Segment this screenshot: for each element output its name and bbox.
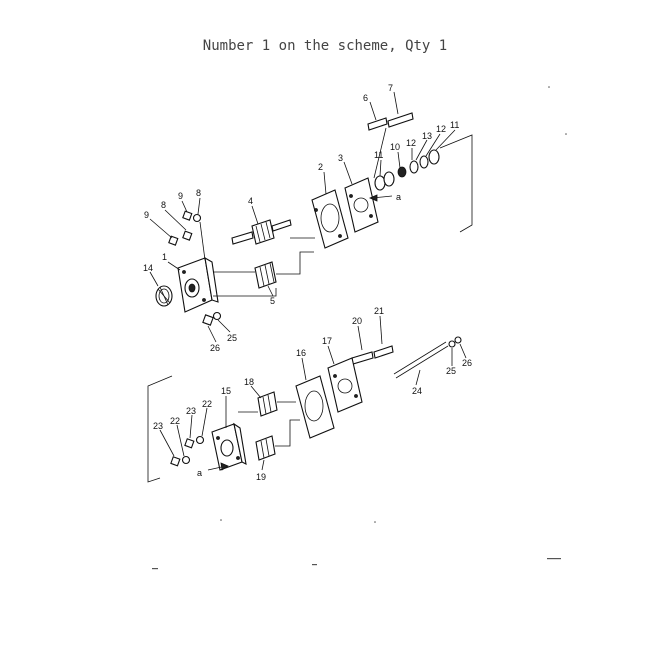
callout-leaders xyxy=(149,91,467,471)
callout-part-18: 18 xyxy=(244,377,254,387)
part-17-rear-cover xyxy=(327,357,363,413)
part-16-gear-body xyxy=(295,375,335,439)
arrow-label-a-lower: a xyxy=(197,468,202,478)
callout-part-3: 3 xyxy=(338,153,343,163)
callout-part-11b: 11 xyxy=(450,120,459,130)
assembly-bracket-upper xyxy=(439,134,473,233)
callout-part-24: 24 xyxy=(412,386,422,396)
part-24-tie-rod xyxy=(393,336,462,379)
callout-part-10: 10 xyxy=(390,142,400,152)
callout-part-12b: 12 xyxy=(436,124,446,134)
part-20-21-bolts xyxy=(351,345,394,365)
callout-part-1: 1 xyxy=(162,252,167,262)
part-14-bearing xyxy=(155,285,173,307)
callout-part-23a: 23 xyxy=(186,406,196,416)
scan-artifacts xyxy=(152,86,567,570)
part-5-driven-gear xyxy=(254,261,277,289)
callout-part-13: 13 xyxy=(422,131,432,141)
diagram-title: Number 1 on the scheme, Qty 1 xyxy=(202,38,448,54)
part-1-front-cover xyxy=(177,256,219,313)
part-4-drive-gear-shaft xyxy=(231,219,292,245)
callout-part-20: 20 xyxy=(352,316,362,326)
part-8-9-nuts-washers xyxy=(168,210,206,261)
callout-part-8a: 8 xyxy=(161,200,166,210)
arrow-a-lower-head xyxy=(220,462,229,471)
callout-part-9b: 9 xyxy=(144,210,149,220)
callout-part-11a: 11 xyxy=(374,150,383,160)
callout-part-26a: 26 xyxy=(210,343,220,353)
callout-part-23b: 23 xyxy=(153,421,163,431)
upper-leader-lines-4 xyxy=(276,251,314,275)
callout-part-21: 21 xyxy=(374,306,384,316)
lower-leader-lines-3 xyxy=(275,419,300,447)
part-22-23-nuts-washers xyxy=(170,435,205,467)
part-19-gear xyxy=(255,435,276,461)
arrow-a-upper-head xyxy=(368,194,378,202)
callout-part-12a: 12 xyxy=(406,138,416,148)
part-10-13-seals xyxy=(374,149,440,191)
callout-part-2: 2 xyxy=(318,162,323,172)
upper-leader-lines-2 xyxy=(213,288,277,297)
callout-part-22a: 22 xyxy=(202,399,212,409)
callout-part-7: 7 xyxy=(388,83,393,93)
arrow-label-a-upper: a xyxy=(396,192,401,202)
callout-part-19: 19 xyxy=(256,472,266,482)
callout-part-25b: 25 xyxy=(446,366,456,376)
callout-part-15: 15 xyxy=(221,386,231,396)
part-2-gear-body xyxy=(311,189,349,249)
callout-part-9a: 9 xyxy=(178,191,183,201)
callout-part-6: 6 xyxy=(363,93,368,103)
part-18-gear xyxy=(257,391,278,417)
part-15-front-cover xyxy=(211,422,247,471)
callout-part-5: 5 xyxy=(270,296,275,306)
part-6-7-bolts xyxy=(367,112,414,179)
callout-part-16: 16 xyxy=(296,348,306,358)
callout-part-8b: 8 xyxy=(196,188,201,198)
callout-part-14: 14 xyxy=(143,263,153,273)
part-3-rear-cover xyxy=(344,177,379,233)
callout-part-17: 17 xyxy=(322,336,332,346)
callout-part-26b: 26 xyxy=(462,358,472,368)
callout-part-4: 4 xyxy=(248,196,253,206)
assembly-bracket-lower xyxy=(147,375,173,483)
callout-part-22b: 22 xyxy=(170,416,180,426)
callout-part-25a: 25 xyxy=(227,333,237,343)
part-25-26-nut-washer-upper xyxy=(202,311,222,326)
